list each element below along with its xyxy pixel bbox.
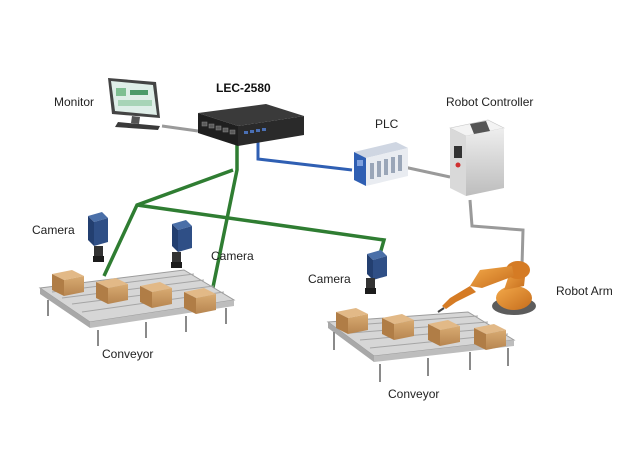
labels: LEC-2580 Monitor PLC Robot Controller Ca… (32, 81, 613, 401)
camera-3 (365, 250, 387, 294)
device-label: LEC-2580 (216, 81, 271, 95)
box (140, 282, 172, 308)
camera-1-label: Camera (32, 223, 75, 237)
box (184, 288, 216, 314)
box (52, 270, 84, 296)
ethernet-link-main (210, 142, 239, 293)
camera-3-label: Camera (308, 272, 351, 286)
box (336, 308, 368, 334)
box (382, 314, 414, 340)
robot-arm (437, 261, 536, 315)
box (474, 324, 506, 350)
robot-controller-label: Robot Controller (446, 95, 533, 109)
camera-2-label: Camera (211, 249, 254, 263)
monitor-link (161, 124, 199, 133)
conveyor-1-boxes (52, 270, 216, 314)
plc-controller-link (403, 165, 451, 179)
ethernet-link-camera-3 (136, 203, 387, 255)
monitor (108, 78, 160, 130)
fieldbus-link (256, 140, 353, 172)
plc (354, 142, 408, 186)
camera-2 (171, 220, 192, 268)
conveyor-2-boxes (336, 308, 506, 350)
box (428, 320, 460, 346)
plc-label: PLC (375, 117, 399, 131)
lec-2580-device (198, 104, 304, 146)
conveyor-1-label: Conveyor (102, 347, 153, 361)
robot-arm-label: Robot Arm (556, 284, 613, 298)
controller-arm-link (468, 199, 525, 267)
connections (102, 124, 525, 293)
monitor-label: Monitor (54, 95, 94, 109)
box (96, 278, 128, 304)
camera-1 (88, 212, 108, 262)
conveyor-2-label: Conveyor (388, 387, 439, 401)
robot-controller (449, 119, 505, 196)
